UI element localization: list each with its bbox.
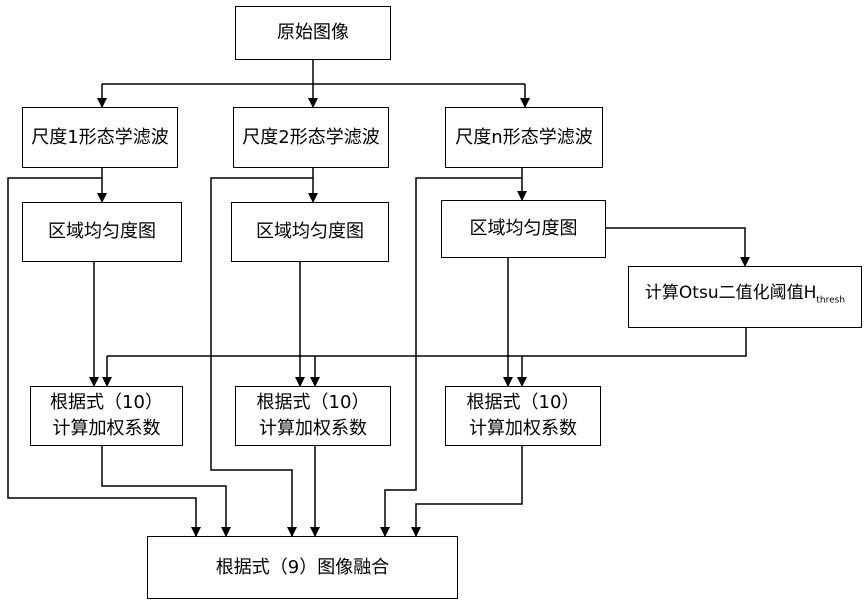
uniformity-map-1-label: 区域均匀度图 [48, 219, 156, 245]
weights-1-line2: 计算加权系数 [53, 416, 161, 442]
filter-scale-1-label: 尺度1形态学滤波 [31, 125, 168, 151]
arrow-uniformity-n-to-otsu [606, 228, 745, 266]
otsu-threshold-text: 计算Otsu二值化阈值H [645, 283, 816, 303]
image-fusion-label: 根据式（9）图像融合 [216, 555, 389, 581]
otsu-threshold-subscript: thresh [816, 296, 845, 306]
uniformity-map-2-label: 区域均匀度图 [256, 219, 364, 245]
arrow-weights-1-to-fusion [102, 446, 226, 536]
weights-2-line1: 根据式（10） [257, 390, 370, 416]
uniformity-map-2-box: 区域均匀度图 [231, 202, 389, 262]
uniformity-map-1-box: 区域均匀度图 [22, 202, 182, 262]
filter-scale-1-box: 尺度1形态学滤波 [22, 107, 178, 168]
weights-n-box: 根据式（10） 计算加权系数 [445, 386, 601, 446]
uniformity-map-n-box: 区域均匀度图 [441, 200, 606, 258]
uniformity-map-n-label: 区域均匀度图 [470, 216, 578, 242]
filter-scale-n-label: 尺度n形态学滤波 [455, 125, 592, 151]
connector-otsu-feedback [107, 328, 746, 356]
source-image-label: 原始图像 [277, 20, 349, 46]
image-fusion-box: 根据式（9）图像融合 [147, 536, 458, 599]
weights-n-line1: 根据式（10） [467, 390, 580, 416]
weights-2-box: 根据式（10） 计算加权系数 [235, 386, 391, 446]
weights-2-line2: 计算加权系数 [259, 416, 367, 442]
weights-1-box: 根据式（10） 计算加权系数 [30, 386, 183, 446]
weights-1-line1: 根据式（10） [50, 390, 163, 416]
weights-n-line2: 计算加权系数 [469, 416, 577, 442]
source-image-box: 原始图像 [235, 6, 391, 60]
otsu-threshold-box: 计算Otsu二值化阈值Hthresh [628, 266, 862, 328]
filter-scale-2-box: 尺度2形态学滤波 [233, 107, 389, 168]
filter-scale-2-label: 尺度2形态学滤波 [242, 125, 379, 151]
otsu-threshold-label: 计算Otsu二值化阈值Hthresh [645, 280, 845, 313]
arrow-weights-n-to-fusion [416, 446, 522, 536]
filter-scale-n-box: 尺度n形态学滤波 [445, 107, 603, 168]
